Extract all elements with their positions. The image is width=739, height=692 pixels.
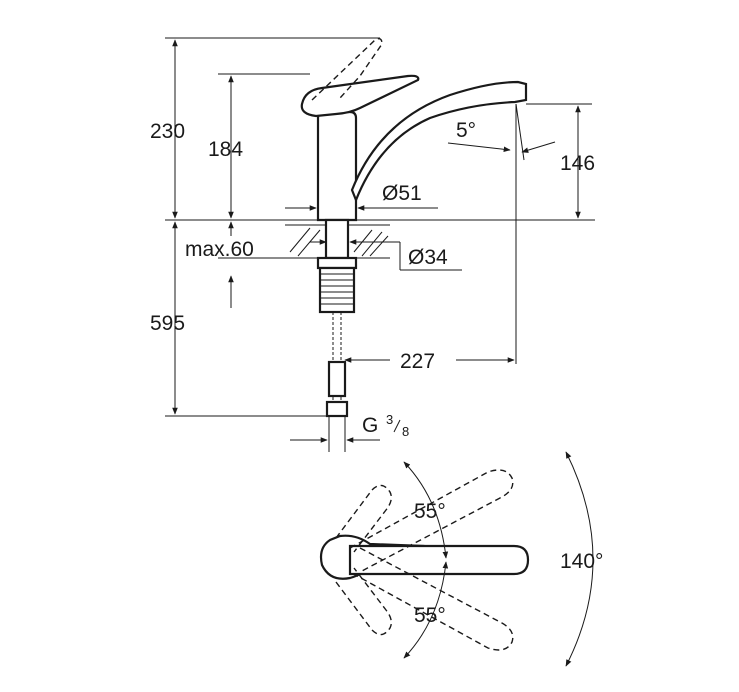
top-view: 55° 55° 140° bbox=[319, 451, 603, 667]
angle-55-up: 55° bbox=[414, 500, 446, 523]
lever-handle bbox=[300, 74, 420, 118]
angle-140: 140° bbox=[560, 550, 603, 573]
dim-angle-5: 5° bbox=[456, 119, 476, 142]
lever-ghost-down bbox=[335, 567, 393, 636]
dim-diameter-34: Ø34 bbox=[408, 246, 448, 269]
dim-thread-letter: G bbox=[362, 414, 378, 437]
spout bbox=[350, 80, 528, 203]
dim-diameter-51: Ø51 bbox=[382, 182, 422, 205]
dim-max-60: max.60 bbox=[185, 238, 254, 261]
dim-thread-numerator: 3 bbox=[386, 412, 393, 427]
side-view: 230 184 146 5° Ø51 Ø34 max.60 595 bbox=[150, 37, 595, 452]
threaded-rod bbox=[318, 266, 356, 314]
arc-lever-up bbox=[403, 461, 449, 559]
dim-thread-denominator: 8 bbox=[402, 424, 409, 439]
shank bbox=[324, 218, 350, 260]
spout-ghost-left bbox=[349, 469, 514, 573]
dim-184: 184 bbox=[208, 138, 243, 161]
angle-55-down: 55° bbox=[414, 604, 446, 627]
spout-top-view bbox=[348, 544, 530, 576]
dim-595: 595 bbox=[150, 312, 185, 335]
dim-230: 230 bbox=[150, 120, 185, 143]
spout-ghost-right bbox=[349, 547, 514, 651]
dim-146: 146 bbox=[560, 152, 595, 175]
supply-hose bbox=[325, 312, 349, 418]
tap-body bbox=[316, 110, 358, 222]
lever-ghost-up bbox=[335, 484, 393, 553]
arc-spout-swivel bbox=[565, 451, 594, 667]
lever-raised-ghost bbox=[311, 37, 383, 101]
dim-227: 227 bbox=[400, 350, 435, 373]
arc-lever-down bbox=[403, 561, 449, 659]
fixing-nut bbox=[316, 256, 358, 270]
